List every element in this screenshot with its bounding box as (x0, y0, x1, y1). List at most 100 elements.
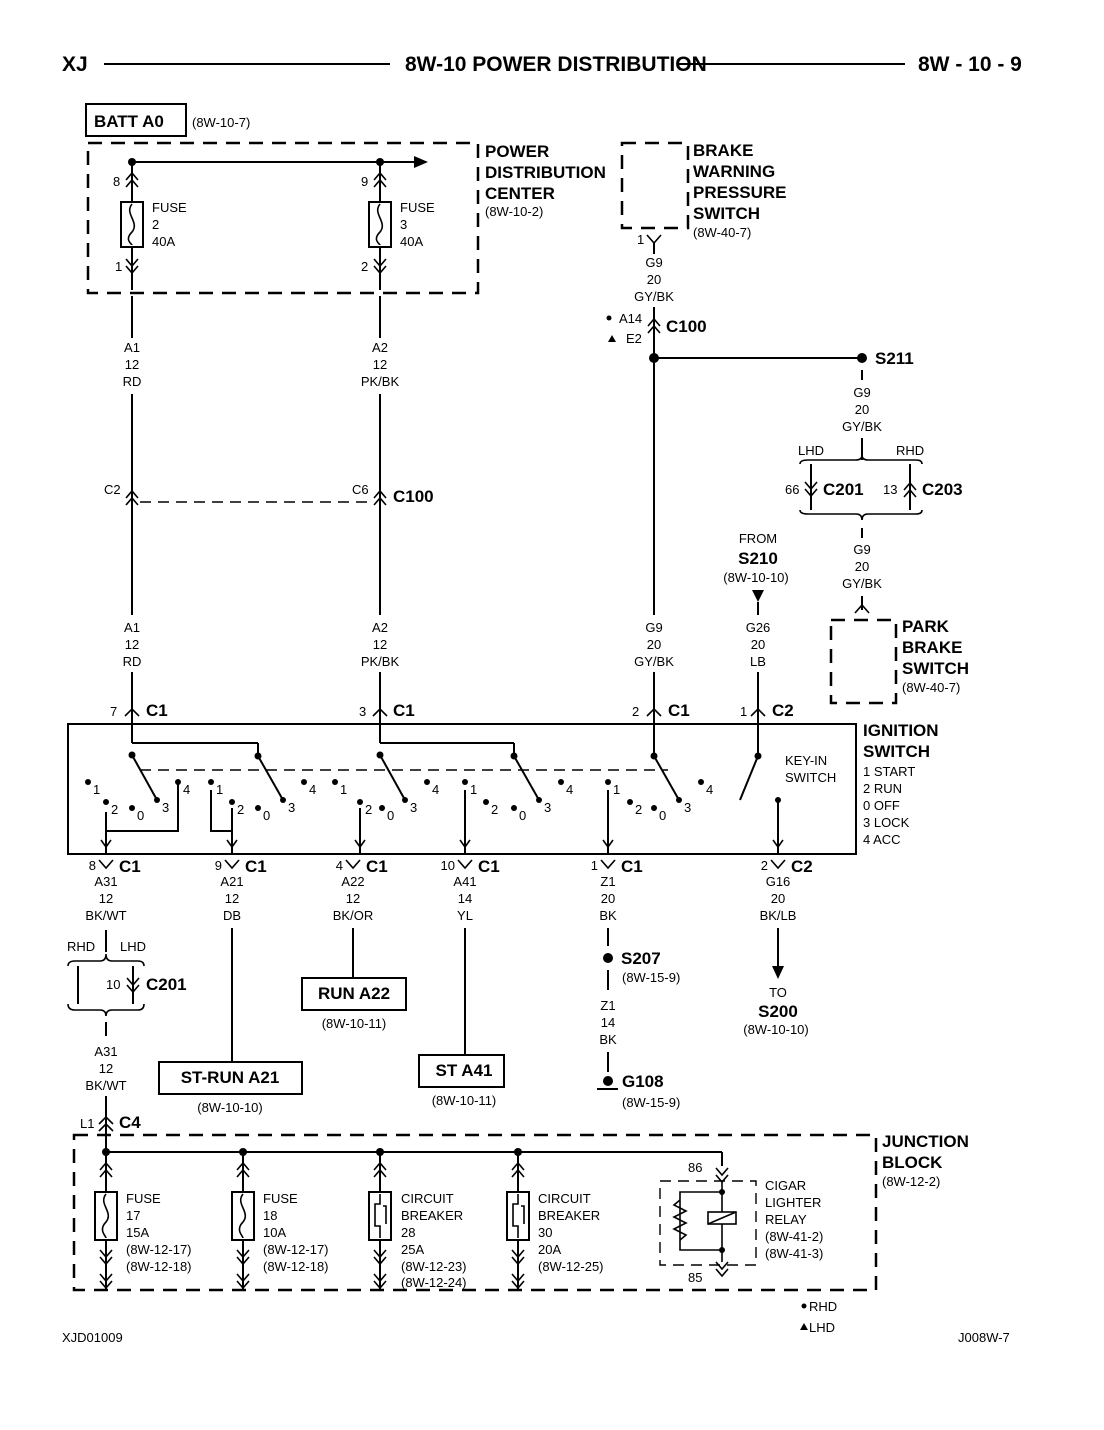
wire-a2-code: A2 (372, 340, 388, 355)
connector-symbol (511, 1249, 525, 1266)
ign-bottom-pin: 9 (215, 858, 222, 873)
contact-dot (775, 797, 781, 803)
st-a41-ref: (8W-10-11) (432, 1093, 497, 1108)
fuse3-l3: 40A (400, 234, 423, 249)
connector-symbol (373, 1273, 387, 1290)
fuse18-r1: (8W-12-17) (263, 1242, 329, 1257)
ign-top-name: C2 (772, 701, 794, 720)
brake-sw-line4: SWITCH (693, 204, 760, 223)
ign-bottom-pin: 1 (591, 858, 598, 873)
connector-symbol (373, 1161, 387, 1178)
wire-label: Z1 (600, 874, 615, 889)
fuse18-l2: 18 (263, 1208, 277, 1223)
breaker-element (512, 1194, 519, 1238)
ign-top-name: C1 (393, 701, 415, 720)
wire-a31-color: BK/WT (85, 1078, 126, 1093)
wire-g9-gauge: 20 (855, 559, 869, 574)
wire-label: 14 (458, 891, 472, 906)
connector-symbol (457, 859, 473, 870)
ign-bottom-pin: 8 (89, 858, 96, 873)
connector-symbol (236, 1273, 250, 1290)
cb28-l4: 25A (401, 1242, 424, 1257)
connector-symbol (373, 489, 387, 506)
position-label: 0 (519, 808, 526, 823)
contact-dot (85, 779, 91, 785)
wire-a2-code: A2 (372, 620, 388, 635)
connector-symbol (854, 603, 870, 614)
resistor-icon (672, 1199, 688, 1241)
wire-label: A22 (341, 874, 364, 889)
pdc-ref: (8W-10-2) (485, 204, 543, 219)
wire-z1b-color: BK (599, 1032, 617, 1047)
ign-title1: IGNITION (863, 721, 939, 740)
switch-wiper (513, 755, 540, 801)
c201-bot-rhd: RHD (67, 939, 95, 954)
run-a22-ref: (8W-10-11) (322, 1016, 387, 1031)
position-label: 2 (635, 802, 642, 817)
fuse-body (94, 1191, 118, 1241)
position-label: 2 (237, 802, 244, 817)
run-a22-box (301, 977, 407, 1011)
relay-coil-loop (679, 1182, 723, 1262)
ign-top-name: C1 (146, 701, 168, 720)
pivot-dot (754, 752, 762, 760)
wire-a1-code: A1 (124, 340, 140, 355)
g108-name: G108 (622, 1072, 664, 1091)
contact-dot (536, 797, 542, 803)
pivot-dot (376, 751, 384, 759)
fuse2-l2: 2 (152, 217, 159, 232)
brake-sw-line1: BRAKE (693, 141, 753, 160)
position-label: 4 (432, 782, 439, 797)
c203-top-pin: 13 (883, 482, 897, 497)
contact-dot (103, 799, 109, 805)
position-label: 2 (491, 802, 498, 817)
cb30-l1: CIRCUIT (538, 1191, 591, 1206)
fuse17-l2: 17 (126, 1208, 140, 1223)
s210-ref: (8W-10-10) (723, 570, 789, 585)
connector-symbol (750, 707, 766, 717)
connector-symbol (125, 489, 139, 506)
c100-pin-a: C2 (104, 482, 121, 497)
wire-g9-color: GY/BK (842, 419, 882, 434)
contact-dot (280, 797, 286, 803)
contact-dot (402, 797, 408, 803)
wire-g26-gauge: 20 (751, 637, 765, 652)
wire-a31-gauge: 12 (99, 1061, 113, 1076)
park-sw-ref: (8W-40-7) (902, 680, 960, 695)
ign-pos: 3 LOCK (863, 815, 910, 830)
ign-pos: 0 OFF (863, 798, 900, 813)
wire-label: A21 (220, 874, 243, 889)
relay-pin-top: 86 (688, 1160, 702, 1175)
position-label: 4 (183, 782, 190, 797)
ign-bottom-pin: 2 (761, 858, 768, 873)
wire-label: A31 (94, 874, 117, 889)
connector-symbol (770, 859, 786, 870)
cb30-r1: (8W-12-25) (538, 1259, 604, 1274)
ign-pos: 1 START (863, 764, 915, 779)
wire-a1-gauge: 12 (125, 357, 139, 372)
connector-symbol (126, 977, 140, 994)
position-label: 1 (340, 782, 347, 797)
ign-top-pin: 2 (632, 704, 639, 719)
switch-wiper (653, 755, 680, 801)
strun-a21-label: ST-RUN A21 (181, 1068, 280, 1087)
arrow-down-icon (752, 590, 764, 602)
wire-g9-code: G9 (645, 255, 662, 270)
brake-sw-ref: (8W-40-7) (693, 225, 751, 240)
keyin-label1: KEY-IN (785, 753, 827, 768)
brake-sw-line3: PRESSURE (693, 183, 787, 202)
fuse-element (238, 1193, 247, 1239)
wire-g9-code: G9 (853, 542, 870, 557)
contact-dot (698, 779, 704, 785)
position-label: 1 (613, 782, 620, 797)
ign-bottom-name: C1 (621, 857, 643, 876)
position-label: 3 (162, 800, 169, 815)
cb30-l2: BREAKER (538, 1208, 600, 1223)
contact-dot (332, 779, 338, 785)
c100-pin-b: C6 (352, 482, 369, 497)
cb28-l3: 28 (401, 1225, 415, 1240)
legend-lhd: LHD (809, 1320, 835, 1335)
fuse2-pin-top: 8 (113, 174, 120, 189)
connector-symbol (125, 258, 139, 275)
c4-name: C4 (119, 1113, 141, 1132)
